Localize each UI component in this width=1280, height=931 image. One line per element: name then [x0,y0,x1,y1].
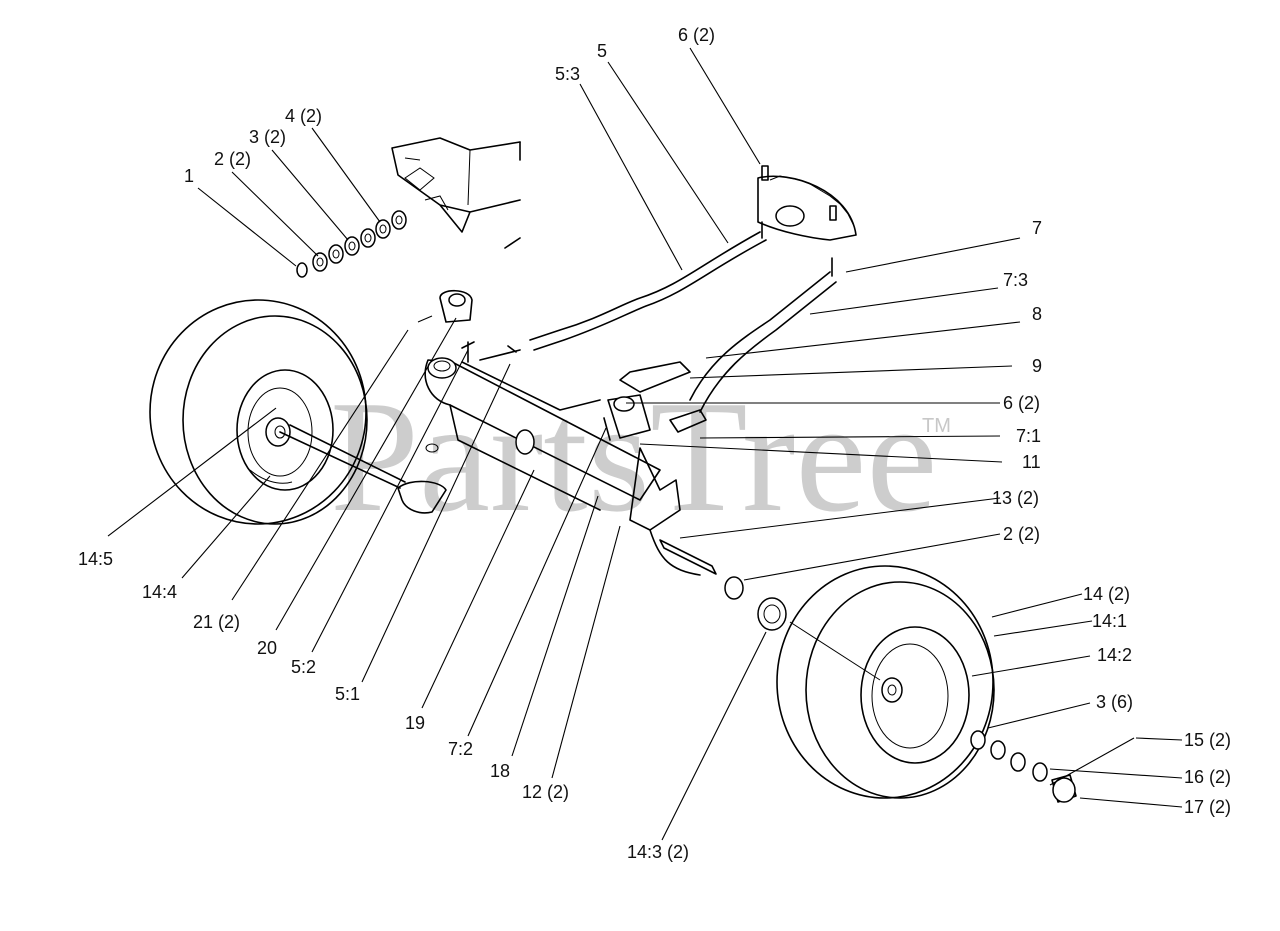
label-14-3-2[interactable]: 14:3 (2) [627,842,689,862]
label-12-2[interactable]: 12 (2) [522,782,569,802]
label-2-2-right[interactable]: 2 (2) [1003,524,1040,544]
label-14-5[interactable]: 14:5 [78,549,113,569]
left-wheel [149,299,368,525]
left-spindle [397,289,475,514]
label-6-2-top[interactable]: 6 (2) [678,25,715,45]
label-7-2[interactable]: 7:2 [448,739,473,759]
washer-stack-right [970,730,1077,803]
watermark-tm: TM [922,415,951,437]
label-14-1[interactable]: 14:1 [1092,611,1127,631]
label-21-2[interactable]: 21 (2) [193,612,240,632]
label-7-3[interactable]: 7:3 [1003,270,1028,290]
frame-bracket [391,137,521,249]
steering-pivot [603,361,701,576]
label-1[interactable]: 1 [184,166,194,186]
label-17-2[interactable]: 17 (2) [1184,797,1231,817]
label-5-1[interactable]: 5:1 [335,684,360,704]
right-wheel [776,565,995,799]
label-9[interactable]: 9 [1032,356,1042,376]
label-20[interactable]: 20 [257,638,277,658]
label-4-2[interactable]: 4 (2) [285,106,322,126]
washer-stack-top [296,210,407,278]
label-3-2[interactable]: 3 (2) [249,127,286,147]
label-6-2-mid[interactable]: 6 (2) [1003,393,1040,413]
label-7-1[interactable]: 7:1 [1016,426,1041,446]
label-16-2[interactable]: 16 (2) [1184,767,1231,787]
steering-sector [757,165,857,277]
tie-rods [479,231,837,433]
label-3-6[interactable]: 3 (6) [1096,692,1133,712]
part-labels: 1 2 (2) 3 (2) 4 (2) 5:3 5 6 (2) 7 7:3 8 … [78,25,1231,862]
label-11[interactable]: 11 [1022,452,1041,472]
label-5-3[interactable]: 5:3 [555,64,580,84]
label-2-2[interactable]: 2 (2) [214,149,251,169]
label-13-2[interactable]: 13 (2) [992,488,1039,508]
label-7[interactable]: 7 [1032,218,1042,238]
leader-lines [107,47,1183,841]
label-5-2[interactable]: 5:2 [291,657,316,677]
label-18[interactable]: 18 [490,761,510,781]
label-14-2b[interactable]: 14:2 [1097,645,1132,665]
label-19[interactable]: 19 [405,713,425,733]
label-15-2[interactable]: 15 (2) [1184,730,1231,750]
line-art [149,137,1077,803]
label-14-2[interactable]: 14 (2) [1083,584,1130,604]
label-8[interactable]: 8 [1032,304,1042,324]
label-5[interactable]: 5 [597,41,607,61]
label-14-4[interactable]: 14:4 [142,582,177,602]
